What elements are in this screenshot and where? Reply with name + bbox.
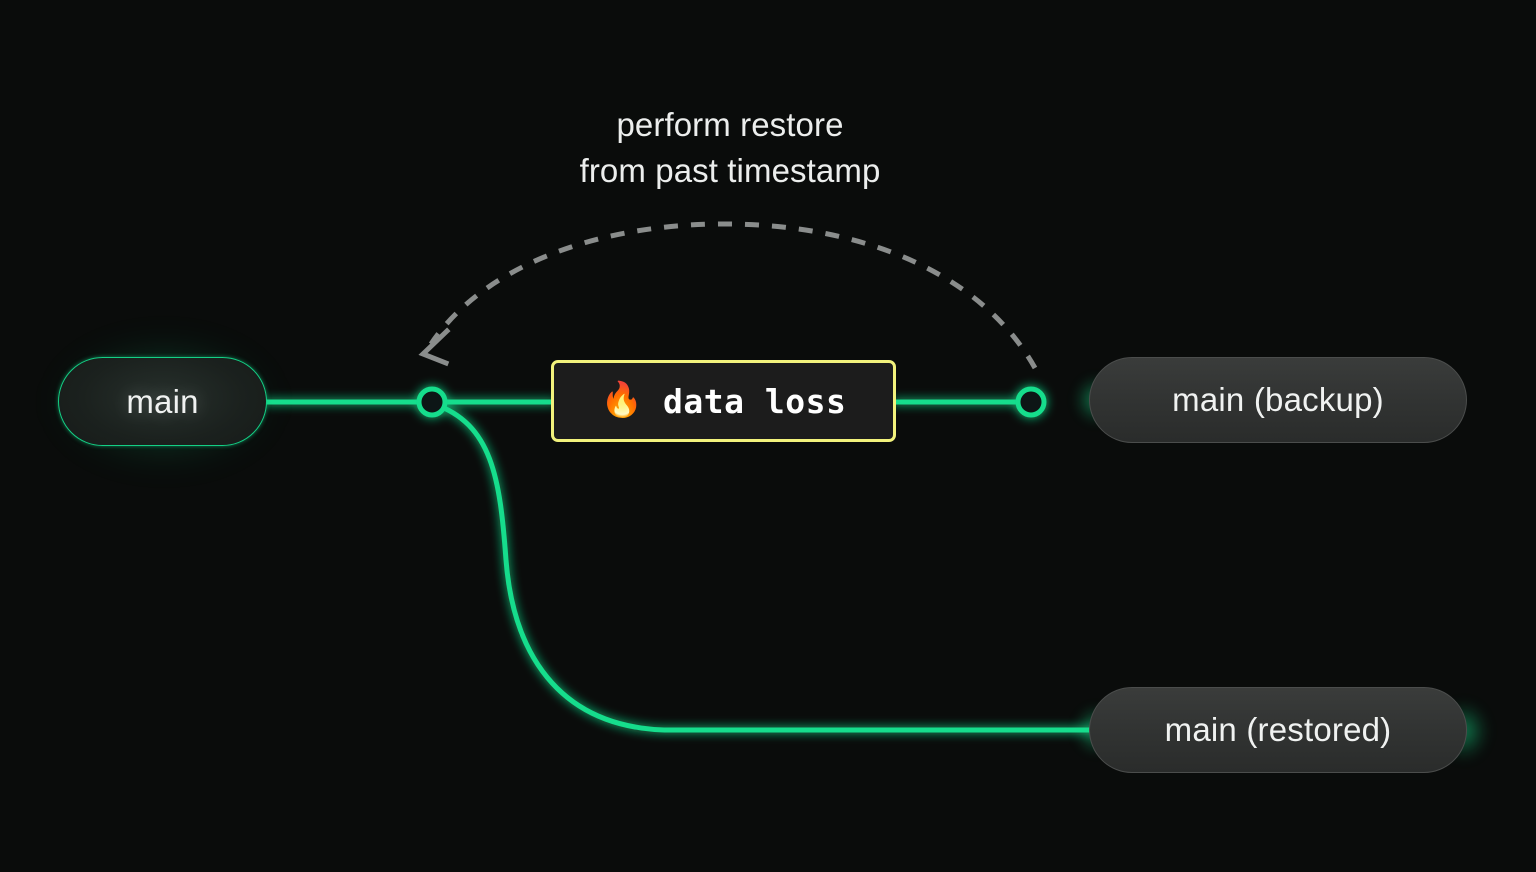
node-main-restored[interactable]: main (restored)	[1089, 687, 1467, 773]
restore-annotation-text: perform restore from past timestamp	[579, 106, 881, 189]
edge-branch-to-restored	[431, 401, 1095, 733]
branch-point-node[interactable]	[416, 386, 448, 418]
node-main-backup[interactable]: main (backup)	[1089, 357, 1467, 443]
backup-point-node[interactable]	[1015, 386, 1047, 418]
restore-arrow-path	[428, 221, 1038, 370]
node-main[interactable]: main	[58, 357, 267, 446]
restore-arrow-head-icon	[418, 327, 451, 367]
data-loss-event-box[interactable]: 🔥 data loss	[551, 360, 896, 442]
data-loss-label: data loss	[663, 381, 847, 421]
node-main-backup-label: main (backup)	[1172, 381, 1384, 418]
node-main-label: main	[126, 382, 199, 420]
fire-icon: 🔥	[600, 381, 644, 419]
node-main-restored-label: main (restored)	[1164, 711, 1392, 748]
